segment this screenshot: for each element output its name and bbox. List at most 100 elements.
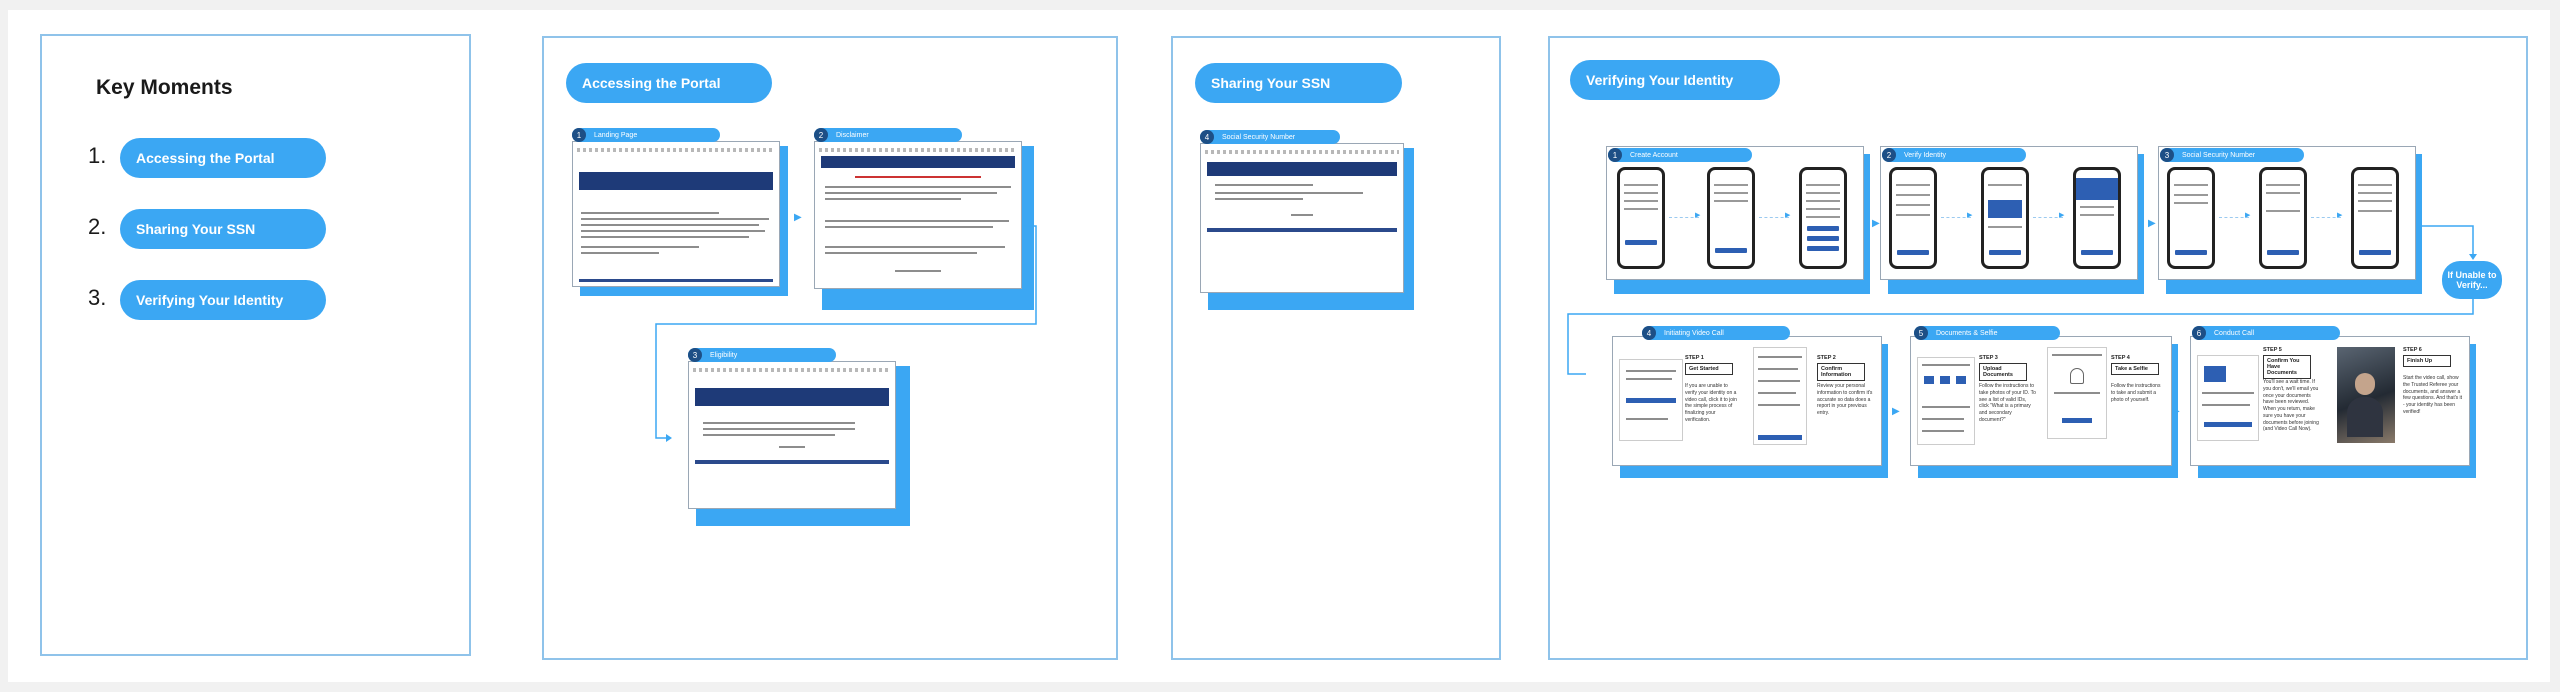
phone-mockup — [2351, 167, 2399, 269]
footer-bar — [695, 460, 889, 464]
arrow-right-icon: ▶ — [2245, 212, 2251, 219]
step-text: Start the video call, show the Trusted R… — [2403, 375, 2463, 415]
text-line — [703, 428, 855, 430]
screen-card-ssn[interactable]: Social Security Number 4 — [1194, 130, 1414, 314]
step-text: Follow the instructions to take and subm… — [2111, 383, 2161, 403]
flow-card-conduct-call[interactable]: STEP 5 Confirm You Have Documents You'll… — [2190, 326, 2476, 478]
flow-card-social-security[interactable]: ▶ ▶ Social Security Number 3 — [2158, 146, 2422, 294]
text-line — [703, 434, 835, 436]
text-line — [581, 236, 749, 238]
step-number-badge: 5 — [1914, 326, 1928, 340]
step-label: STEP 4 — [2111, 355, 2130, 361]
video-call-photo — [2337, 347, 2395, 443]
key-moment-pill-verify[interactable]: Verifying Your Identity — [120, 280, 326, 320]
phone-mockup — [2167, 167, 2215, 269]
step-number-badge: 4 — [1642, 326, 1656, 340]
verify-title-pill: Verifying Your Identity — [1570, 60, 1780, 100]
arrow-right-icon: ▶ — [1967, 212, 1973, 219]
phone-mockup — [1981, 167, 2029, 269]
flow-panel: ▶ ▶ — [1606, 146, 1864, 280]
flow-connector — [2219, 217, 2249, 218]
text-line — [1215, 192, 1363, 194]
connector-line — [655, 225, 1037, 442]
fallback-line-1: If Unable to — [2447, 270, 2497, 280]
step-number-badge: 6 — [2192, 326, 2206, 340]
portal-title-pill: Accessing the Portal — [566, 63, 772, 103]
flow-panel: STEP 1 Get Started If you are unable to … — [1612, 336, 1882, 466]
portal-title: Accessing the Portal — [582, 75, 721, 91]
screen-card-disclaimer[interactable]: Disclaimer 2 — [808, 128, 1034, 312]
phone-mockup — [1707, 167, 1755, 269]
flow-tab: Create Account — [1608, 148, 1752, 162]
whiteboard-canvas: Key Moments 1. Accessing the Portal 2. S… — [8, 10, 2550, 682]
flow-connector — [1759, 217, 1789, 218]
key-moments-panel — [40, 34, 471, 656]
flow-card-video-call[interactable]: STEP 1 Get Started If you are unable to … — [1612, 326, 1888, 478]
step-number-badge: 1 — [1608, 148, 1622, 162]
flow-label: Social Security Number — [2182, 151, 2256, 159]
flow-panel: STEP 3 Upload Documents Follow the instr… — [1910, 336, 2172, 466]
flow-label: Documents & Selfie — [1936, 329, 1998, 337]
step-number-badge: 2 — [814, 128, 828, 142]
step-label: STEP 6 — [2403, 347, 2422, 353]
text-line — [1215, 184, 1313, 186]
step-number-badge: 4 — [1200, 130, 1214, 144]
flow-tab: Documents & Selfie — [1914, 326, 2060, 340]
text-line — [855, 176, 981, 178]
step-label: STEP 3 — [1979, 355, 1998, 361]
step-heading: Confirm Information — [1817, 363, 1865, 381]
flow-label: Verify Identity — [1904, 151, 1947, 159]
text-line — [825, 186, 1011, 188]
flow-label: Initiating Video Call — [1664, 329, 1724, 337]
phone-mockup — [1799, 167, 1847, 269]
step-number-badge: 3 — [688, 348, 702, 362]
fallback-pill[interactable]: If Unable to Verify... — [2442, 261, 2502, 299]
arrow-right-icon: ▶ — [1892, 406, 1900, 417]
screen-tab: Landing Page — [572, 128, 720, 142]
ssn-title-pill: Sharing Your SSN — [1195, 63, 1402, 103]
screen-thumbnail — [688, 361, 896, 509]
flow-label: Create Account — [1630, 151, 1678, 159]
flow-card-create-account[interactable]: ▶ ▶ Create Account 1 — [1606, 146, 1870, 294]
screen-label: Eligibility — [710, 351, 738, 359]
screen-card-landing[interactable]: Landing Page 1 — [566, 128, 788, 296]
screen-thumbnail — [572, 141, 780, 287]
text-line — [779, 446, 805, 448]
arrow-right-icon: ▶ — [1785, 212, 1791, 219]
key-moment-number: 2. — [88, 214, 107, 239]
screen-card-eligibility[interactable]: Eligibility 3 — [682, 348, 910, 526]
flow-connector — [1669, 217, 1699, 218]
key-moment-pill-portal[interactable]: Accessing the Portal — [120, 138, 326, 178]
flow-connector — [2311, 217, 2341, 218]
arrow-right-icon: ▶ — [1872, 218, 1880, 229]
browser-toolbar — [693, 368, 891, 372]
key-moments-title: Key Moments — [96, 76, 233, 99]
key-moment-label: Sharing Your SSN — [136, 221, 256, 237]
screen-thumbnail — [1200, 143, 1404, 293]
flow-card-documents-selfie[interactable]: STEP 3 Upload Documents Follow the instr… — [1910, 326, 2178, 478]
phone-mockup — [1889, 167, 1937, 269]
phone-mockup — [1617, 167, 1665, 269]
step-heading: Upload Documents — [1979, 363, 2027, 381]
step-heading: Confirm You Have Documents — [2263, 355, 2311, 379]
text-line — [1291, 214, 1313, 216]
text-line — [895, 270, 941, 272]
text-line — [703, 422, 855, 424]
key-moment-pill-ssn[interactable]: Sharing Your SSN — [120, 209, 326, 249]
footer-bar — [1207, 228, 1397, 232]
text-line — [581, 230, 765, 232]
arrow-right-icon: ▶ — [794, 212, 802, 223]
flow-panel: ▶ ▶ — [2158, 146, 2416, 280]
screen-label: Social Security Number — [1222, 133, 1296, 141]
flow-tab: Conduct Call — [2192, 326, 2340, 340]
text-line — [825, 192, 997, 194]
phone-mockup — [2073, 167, 2121, 269]
text-line — [581, 246, 699, 248]
flow-card-verify-identity[interactable]: ▶ ▶ Verify Identity 2 — [1880, 146, 2144, 294]
step-heading: Get Started — [1685, 363, 1733, 375]
screen-tab: Disclaimer — [814, 128, 962, 142]
browser-toolbar — [819, 148, 1017, 152]
flow-tab: Initiating Video Call — [1642, 326, 1790, 340]
arrow-right-icon: ▶ — [1695, 212, 1701, 219]
step-label: STEP 1 — [1685, 355, 1704, 361]
